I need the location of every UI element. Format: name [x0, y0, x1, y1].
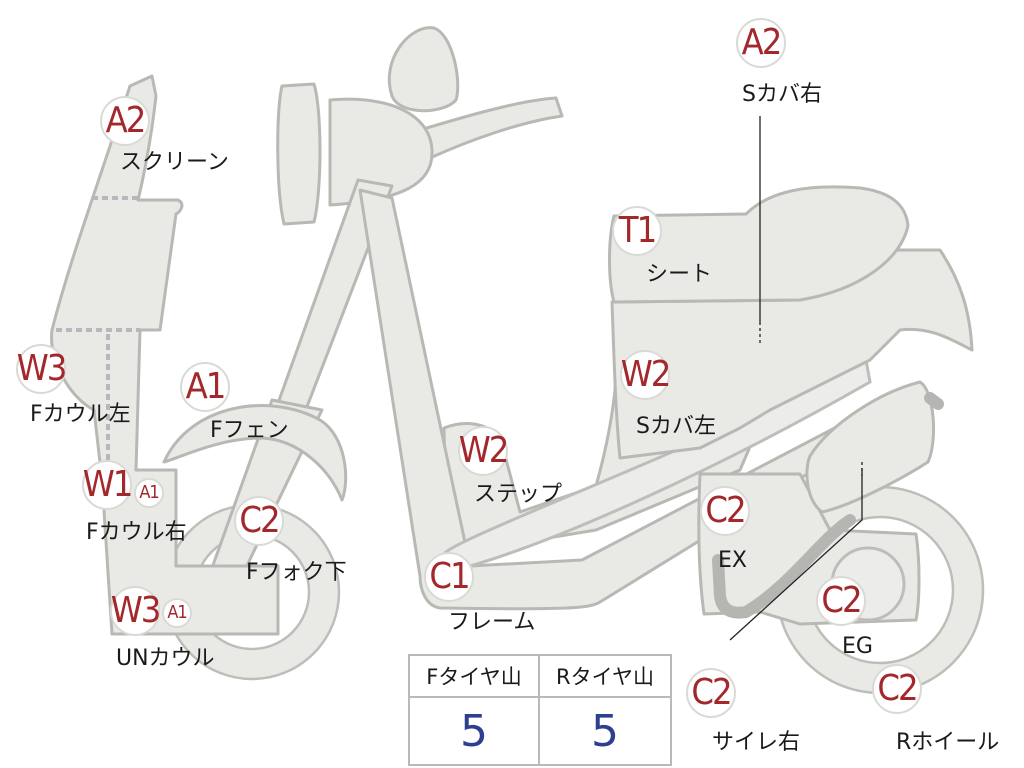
rear-tire-header: Rタイヤ山	[540, 656, 670, 698]
un-cowl-grade-badge: W3	[110, 586, 161, 636]
s-cover-left-label: Sカバ左	[636, 414, 716, 439]
frame-label: フレーム	[448, 610, 536, 635]
r-wheel-label: Rホイール	[896, 730, 1000, 755]
s-cover-right-label: Sカバ右	[742, 82, 822, 107]
step-grade-badge: W2	[458, 426, 509, 476]
un-cowl-label: UNカウル	[116, 646, 215, 671]
exhaust-pipe	[712, 514, 856, 619]
f-fender-label: Fフェン	[210, 418, 289, 443]
front-tire-value: 5	[410, 698, 540, 764]
r-wheel-grade-badge: C2	[872, 664, 922, 714]
tire-tread-table: Fタイヤ山 Rタイヤ山 5 5	[408, 654, 672, 766]
front-tire-header: Fタイヤ山	[410, 656, 540, 698]
seat-grade-badge: T1	[612, 206, 662, 256]
screen-grade-badge: A2	[100, 96, 150, 146]
f-fork-lower-grade-badge: C2	[234, 496, 284, 546]
exhaust-label: EX	[718, 548, 747, 573]
f-fork-lower-label: Fフォク下	[246, 560, 347, 585]
mirror	[387, 26, 460, 113]
s-cover-left-grade-badge: W2	[620, 350, 671, 400]
rear-tire-value: 5	[591, 705, 619, 757]
f-cowl-left-grade-badge: W3	[16, 344, 67, 394]
f-cowl-right-subgrade-badge: A1	[134, 478, 164, 508]
headlight-cap	[276, 82, 322, 226]
engine-grade-badge: C2	[816, 576, 866, 626]
front-fender	[162, 404, 348, 502]
muffler	[805, 380, 936, 514]
f-cowl-right-label: Fカウル右	[86, 520, 187, 545]
un-cowl-subgrade-badge: A1	[162, 598, 192, 628]
f-cowl-left-label: Fカウル左	[30, 402, 131, 427]
f-cowl-right-grade-badge: W1	[82, 460, 133, 510]
exhaust-grade-badge: C2	[700, 486, 750, 536]
screen-label: スクリーン	[120, 150, 229, 175]
f-fender-grade-badge: A1	[180, 362, 230, 412]
seat	[608, 185, 910, 304]
engine-label: EG	[842, 634, 873, 659]
muffler-right-grade-badge: C2	[686, 668, 736, 718]
seat-label: シート	[646, 262, 713, 287]
s-cover-right-grade-badge: A2	[736, 18, 786, 68]
step-label: ステップ	[474, 482, 563, 507]
frame-grade-badge: C1	[424, 552, 474, 602]
muffler-right-label: サイレ右	[712, 730, 801, 755]
